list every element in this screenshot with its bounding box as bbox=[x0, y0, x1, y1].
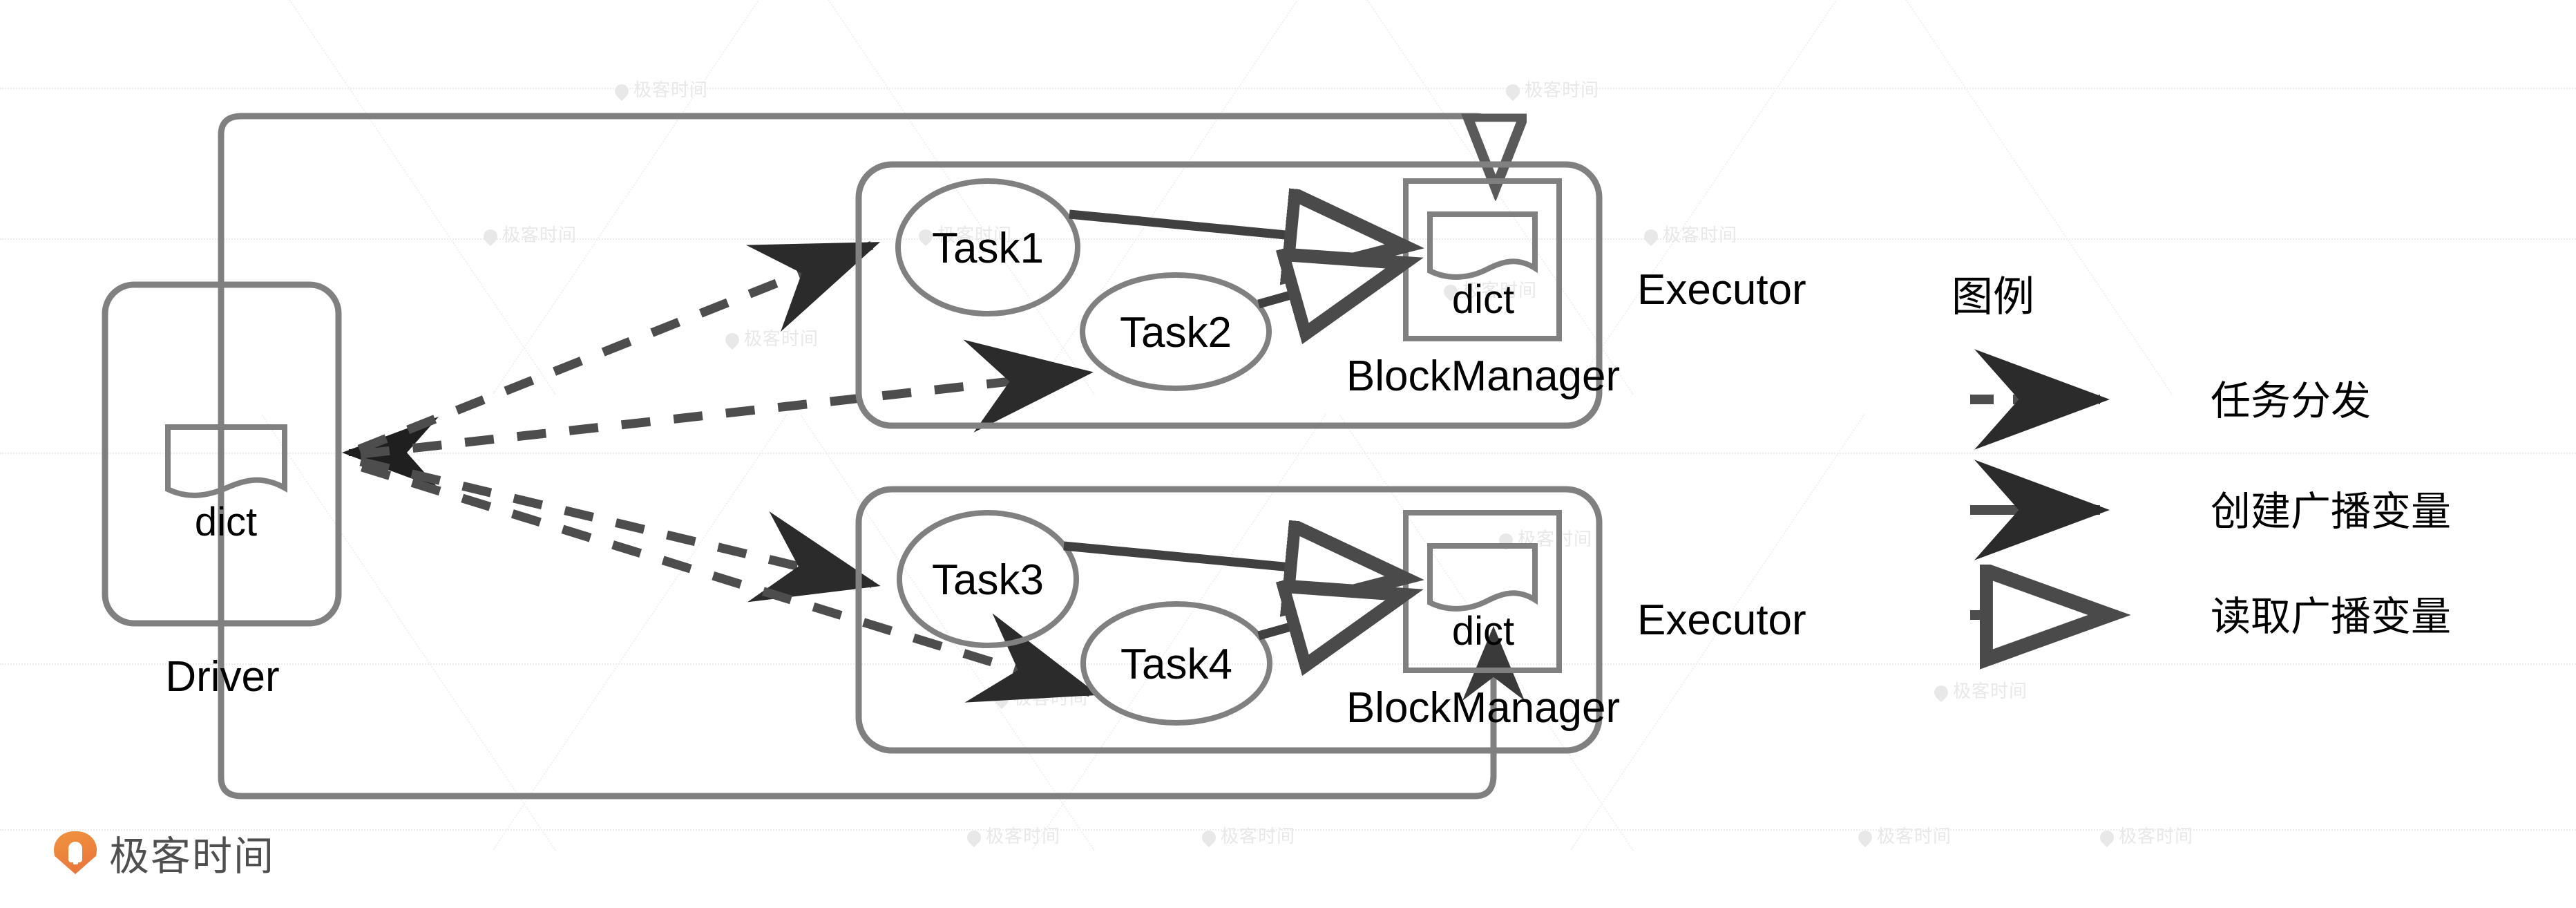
dispatch-arrow-task1 bbox=[357, 240, 881, 454]
task-node-task3[interactable]: Task3 bbox=[897, 510, 1079, 648]
brand-logo: 极客时间 bbox=[54, 824, 275, 882]
driver-dict-shape bbox=[165, 424, 287, 498]
dispatch-arrow-task3 bbox=[359, 457, 881, 603]
executor-1-dict-label: dict bbox=[1452, 277, 1514, 322]
geektime-pin-icon bbox=[54, 831, 97, 874]
legend-title: 图例 bbox=[1952, 274, 2034, 320]
executor-1[interactable]: Task1 Task2 dict BlockManager Executor bbox=[855, 161, 1806, 429]
executor-1-dict-shape bbox=[1427, 211, 1538, 280]
task2-ellipse bbox=[1080, 272, 1272, 391]
task1-ellipse bbox=[895, 178, 1080, 316]
task4-label: Task4 bbox=[1120, 641, 1232, 688]
broadcast-route-bottom bbox=[218, 456, 1525, 800]
executor-2[interactable]: Task3 Task4 dict BlockManager Executor bbox=[855, 486, 1806, 754]
read-arrow-task3-to-dict bbox=[1063, 546, 1401, 578]
brand-name: 极客时间 bbox=[109, 834, 276, 879]
executor-2-label: Executor bbox=[1637, 596, 1806, 644]
block-manager-1-label: BlockManager bbox=[1346, 352, 1620, 400]
dispatch-arrow-task2 bbox=[360, 339, 1094, 459]
task4-ellipse bbox=[1080, 601, 1272, 726]
task-node-task1[interactable]: Task1 bbox=[895, 178, 1080, 316]
executor-2-dict-shape bbox=[1427, 543, 1538, 612]
block-manager-2-label: BlockManager bbox=[1346, 684, 1620, 732]
block-manager-1[interactable]: dict BlockManager bbox=[1346, 178, 1620, 400]
task-node-task4[interactable]: Task4 bbox=[1080, 601, 1272, 726]
executor-1-box bbox=[855, 161, 1603, 429]
block-manager-2[interactable]: dict BlockManager bbox=[1346, 510, 1620, 732]
read-arrow-task2-to-dict bbox=[1257, 264, 1401, 304]
legend: 图例 任务分发 创建广播变量 读取广播变量 bbox=[1952, 274, 2451, 639]
legend-label-2: 读取广播变量 bbox=[2211, 594, 2451, 639]
executor-2-dict-label: dict bbox=[1452, 609, 1514, 654]
task3-label: Task3 bbox=[932, 556, 1044, 604]
read-arrow-task4-to-dict bbox=[1257, 596, 1401, 636]
read-arrow-task1-to-dict bbox=[1069, 214, 1401, 246]
legend-item-1: 创建广播变量 bbox=[1970, 460, 2451, 560]
driver-box bbox=[102, 281, 342, 627]
driver-dict-label: dict bbox=[195, 500, 257, 545]
driver-node[interactable]: dict Driver bbox=[102, 281, 342, 701]
dispatch-arrow-task4 bbox=[361, 462, 1099, 703]
executor-2-box bbox=[855, 486, 1603, 754]
driver-label: Driver bbox=[165, 653, 279, 701]
task-node-task2[interactable]: Task2 bbox=[1080, 272, 1272, 391]
legend-item-0: 任务分发 bbox=[1970, 349, 2371, 450]
legend-item-2: 读取广播变量 bbox=[1970, 594, 2451, 639]
broadcast-route-top bbox=[218, 113, 1496, 456]
task2-label: Task2 bbox=[1120, 309, 1232, 357]
legend-label-0: 任务分发 bbox=[2211, 379, 2371, 424]
legend-label-1: 创建广播变量 bbox=[2211, 489, 2451, 534]
task3-ellipse bbox=[897, 510, 1079, 648]
executor-1-label: Executor bbox=[1637, 266, 1806, 314]
task1-label: Task1 bbox=[932, 225, 1044, 272]
